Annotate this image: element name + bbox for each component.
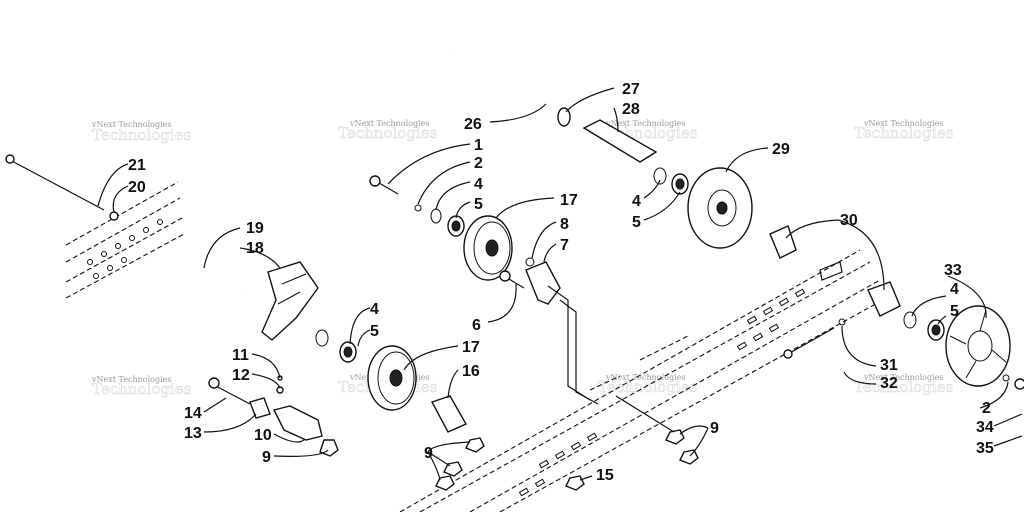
callout-27: 27 bbox=[622, 81, 640, 98]
callout-2: 2 bbox=[982, 400, 991, 417]
callout-4: 4 bbox=[370, 301, 379, 318]
callout-12: 12 bbox=[232, 367, 250, 384]
callout-14: 14 bbox=[184, 405, 202, 422]
callout-28: 28 bbox=[622, 101, 640, 118]
callout-9: 9 bbox=[710, 420, 719, 437]
callout-9: 9 bbox=[262, 449, 271, 466]
leader-lines bbox=[97, 87, 1023, 481]
callout-5: 5 bbox=[950, 303, 959, 320]
callout-19: 19 bbox=[246, 220, 264, 237]
watermark: vNext Technologies bbox=[863, 373, 943, 382]
watermark-ghost: Technologies bbox=[854, 378, 953, 396]
callout-21: 21 bbox=[128, 157, 146, 174]
callout-8: 8 bbox=[560, 216, 569, 233]
watermark: vNext Technologies bbox=[91, 120, 171, 129]
callout-6: 6 bbox=[472, 317, 481, 334]
callout-4: 4 bbox=[632, 193, 641, 210]
callout-34: 34 bbox=[976, 419, 994, 436]
watermark: vNext Technologies bbox=[349, 119, 429, 128]
left-rail bbox=[65, 181, 185, 299]
watermark: vNext Technologies bbox=[605, 119, 685, 128]
watermark-ghost: Technologies bbox=[854, 124, 953, 142]
callout-5: 5 bbox=[632, 214, 641, 231]
callout-5: 5 bbox=[474, 196, 483, 213]
callout-35: 35 bbox=[976, 440, 994, 457]
callout-11: 11 bbox=[232, 347, 249, 364]
callout-17: 17 bbox=[560, 192, 578, 209]
callout-15: 15 bbox=[596, 467, 614, 484]
callout-4: 4 bbox=[474, 176, 483, 193]
callout-13: 13 bbox=[184, 425, 202, 442]
callout-31: 31 bbox=[880, 357, 898, 374]
callout-20: 20 bbox=[128, 179, 146, 196]
callout-4: 4 bbox=[950, 281, 959, 298]
callout-5: 5 bbox=[370, 323, 379, 340]
watermark: vNext Technologies bbox=[91, 375, 171, 384]
callout-29: 29 bbox=[772, 141, 790, 158]
callouts: 21 20 19 18 4 5 11 12 14 13 10 9 1 2 4 5… bbox=[128, 81, 994, 484]
watermark-ghost: Technologies bbox=[92, 126, 191, 144]
callout-17: 17 bbox=[462, 339, 480, 356]
watermark-ghost: Technologies bbox=[598, 378, 697, 396]
callout-33: 33 bbox=[944, 262, 962, 279]
callout-26: 26 bbox=[464, 116, 482, 133]
callout-1: 1 bbox=[474, 137, 483, 154]
watermark-ghost: Technologies bbox=[92, 380, 191, 398]
callout-7: 7 bbox=[560, 237, 569, 254]
callout-32: 32 bbox=[880, 375, 898, 392]
callout-30: 30 bbox=[840, 212, 858, 229]
watermark-ghost: Technologies bbox=[338, 124, 437, 142]
callout-10: 10 bbox=[254, 427, 272, 444]
callout-18: 18 bbox=[246, 240, 264, 257]
callout-9: 9 bbox=[424, 445, 433, 462]
right-rail bbox=[399, 249, 891, 512]
watermark: vNext Technologies bbox=[605, 373, 685, 382]
callout-2: 2 bbox=[474, 155, 483, 172]
watermarks: Technologies vNext Technologies Technolo… bbox=[91, 119, 954, 398]
watermark: vNext Technologies bbox=[863, 119, 943, 128]
callout-16: 16 bbox=[462, 363, 480, 380]
